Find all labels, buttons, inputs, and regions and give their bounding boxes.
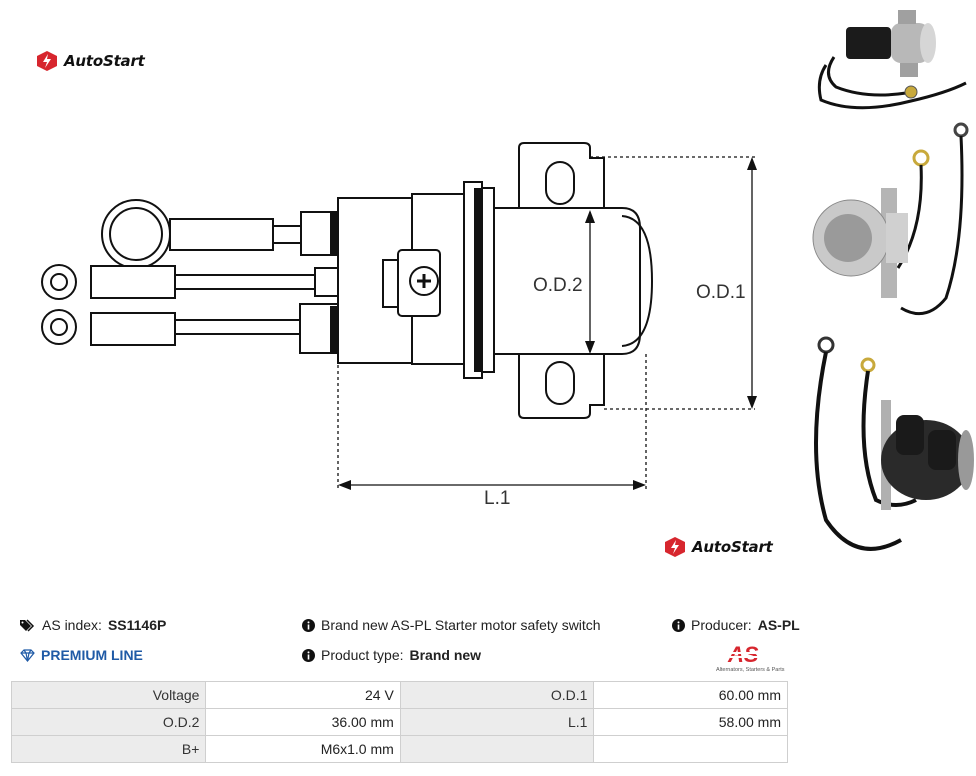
diamond-icon	[20, 648, 35, 662]
as-pl-tagline: Alternators, Starters & Parts	[716, 667, 785, 673]
producer: Producer: AS-PL	[672, 617, 800, 633]
autostart-logo-bottom: AutoStart	[664, 536, 773, 558]
as-index: AS index: SS1146P	[20, 617, 166, 633]
spec-value: M6x1.0 mm	[205, 735, 401, 763]
spec-value: 36.00 mm	[205, 708, 401, 736]
info-icon	[302, 648, 315, 662]
od2-label: O.D.2	[533, 275, 583, 296]
spec-key: L.1	[399, 708, 595, 736]
autostart-mark-icon	[665, 537, 685, 557]
technical-drawing: O.D.2 O.D.1 L.1	[41, 142, 757, 509]
info-icon	[302, 618, 315, 632]
premium-line-label: PREMIUM LINE	[41, 647, 143, 663]
product-photo-back	[814, 336, 974, 551]
premium-line: PREMIUM LINE	[20, 647, 143, 663]
product-photo-front	[812, 122, 969, 316]
autostart-logo-text: AutoStart	[692, 538, 773, 556]
l1-label: L.1	[484, 488, 510, 509]
od1-label: O.D.1	[696, 282, 746, 303]
description: Brand new AS-PL Starter motor safety swi…	[302, 617, 601, 633]
producer-label: Producer:	[691, 617, 752, 633]
info-icon	[672, 618, 685, 632]
product-type-value: Brand new	[409, 647, 482, 663]
photo-front-view[interactable]	[806, 118, 976, 328]
spec-key: Voltage	[10, 681, 207, 709]
autostart-mark-icon	[37, 51, 57, 71]
product-type: Product type: Brand new	[302, 647, 481, 663]
spec-key: B+	[10, 735, 207, 763]
spec-value	[593, 735, 788, 763]
spec-value: 60.00 mm	[593, 681, 788, 709]
as-index-value: SS1146P	[107, 617, 167, 633]
spec-key	[399, 735, 595, 763]
as-pl-logo-mark: AS Alternators, Starters & Parts	[716, 642, 785, 673]
as-pl-logo-text: AS	[727, 642, 759, 667]
as-pl-logo: AS Alternators, Starters & Parts	[714, 640, 792, 674]
autostart-logo-top: AutoStart	[36, 50, 145, 72]
tags-icon	[20, 618, 35, 632]
spec-key: O.D.2	[10, 708, 207, 736]
description-text: Brand new AS-PL Starter motor safety swi…	[321, 617, 601, 633]
producer-value: AS-PL	[757, 617, 800, 633]
photo-back-view[interactable]	[806, 330, 976, 562]
product-photo-side	[817, 10, 967, 110]
spec-value: 24 V	[205, 681, 401, 709]
spec-value: 58.00 mm	[593, 708, 788, 736]
as-index-label: AS index:	[42, 617, 102, 633]
photo-side-view[interactable]	[806, 5, 976, 117]
product-type-label: Product type:	[321, 647, 404, 663]
autostart-logo-text: AutoStart	[64, 52, 145, 70]
spec-row: B+M6x1.0 mm	[10, 735, 788, 763]
spec-key: O.D.1	[399, 681, 595, 709]
